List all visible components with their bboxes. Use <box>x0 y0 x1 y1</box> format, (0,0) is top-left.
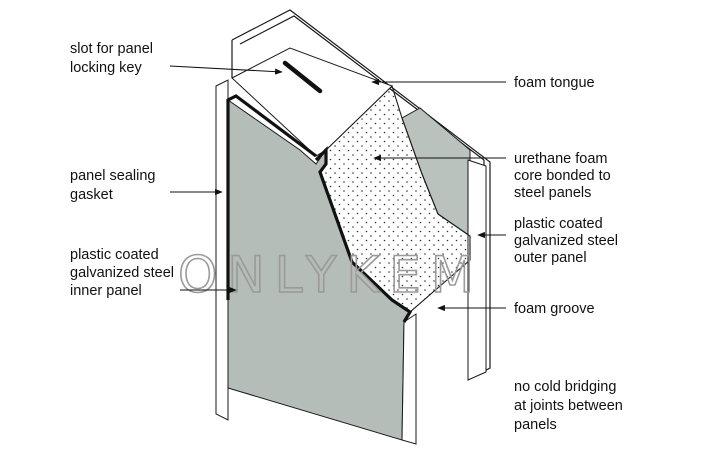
watermark: ONLYKEM <box>178 246 484 304</box>
front-panel-edge <box>215 79 229 421</box>
top-panel-surface <box>231 47 393 157</box>
label-inner-panel: plastic coated galvanized steel inner pa… <box>70 247 178 299</box>
label-no-cold-bridging: no cold bridging at joints between panel… <box>514 379 627 433</box>
label-slot-for-panel-locking-key: slot for panel locking key <box>70 41 157 76</box>
outer-panel-edge <box>467 159 487 381</box>
front-panel-side <box>401 313 417 445</box>
leader-lines <box>169 65 506 312</box>
label-outer-panel: plastic coated galvanized steel outer pa… <box>514 216 622 266</box>
sealing-gasket <box>226 94 413 323</box>
label-panel-sealing-gasket: panel sealing gasket <box>70 168 160 203</box>
locking-key-slot <box>282 60 323 94</box>
label-urethane-foam-core: urethane foam core bonded to steel panel… <box>514 151 615 201</box>
label-foam-groove: foam groove <box>514 301 595 317</box>
label-foam-tongue: foam tongue <box>514 75 595 91</box>
